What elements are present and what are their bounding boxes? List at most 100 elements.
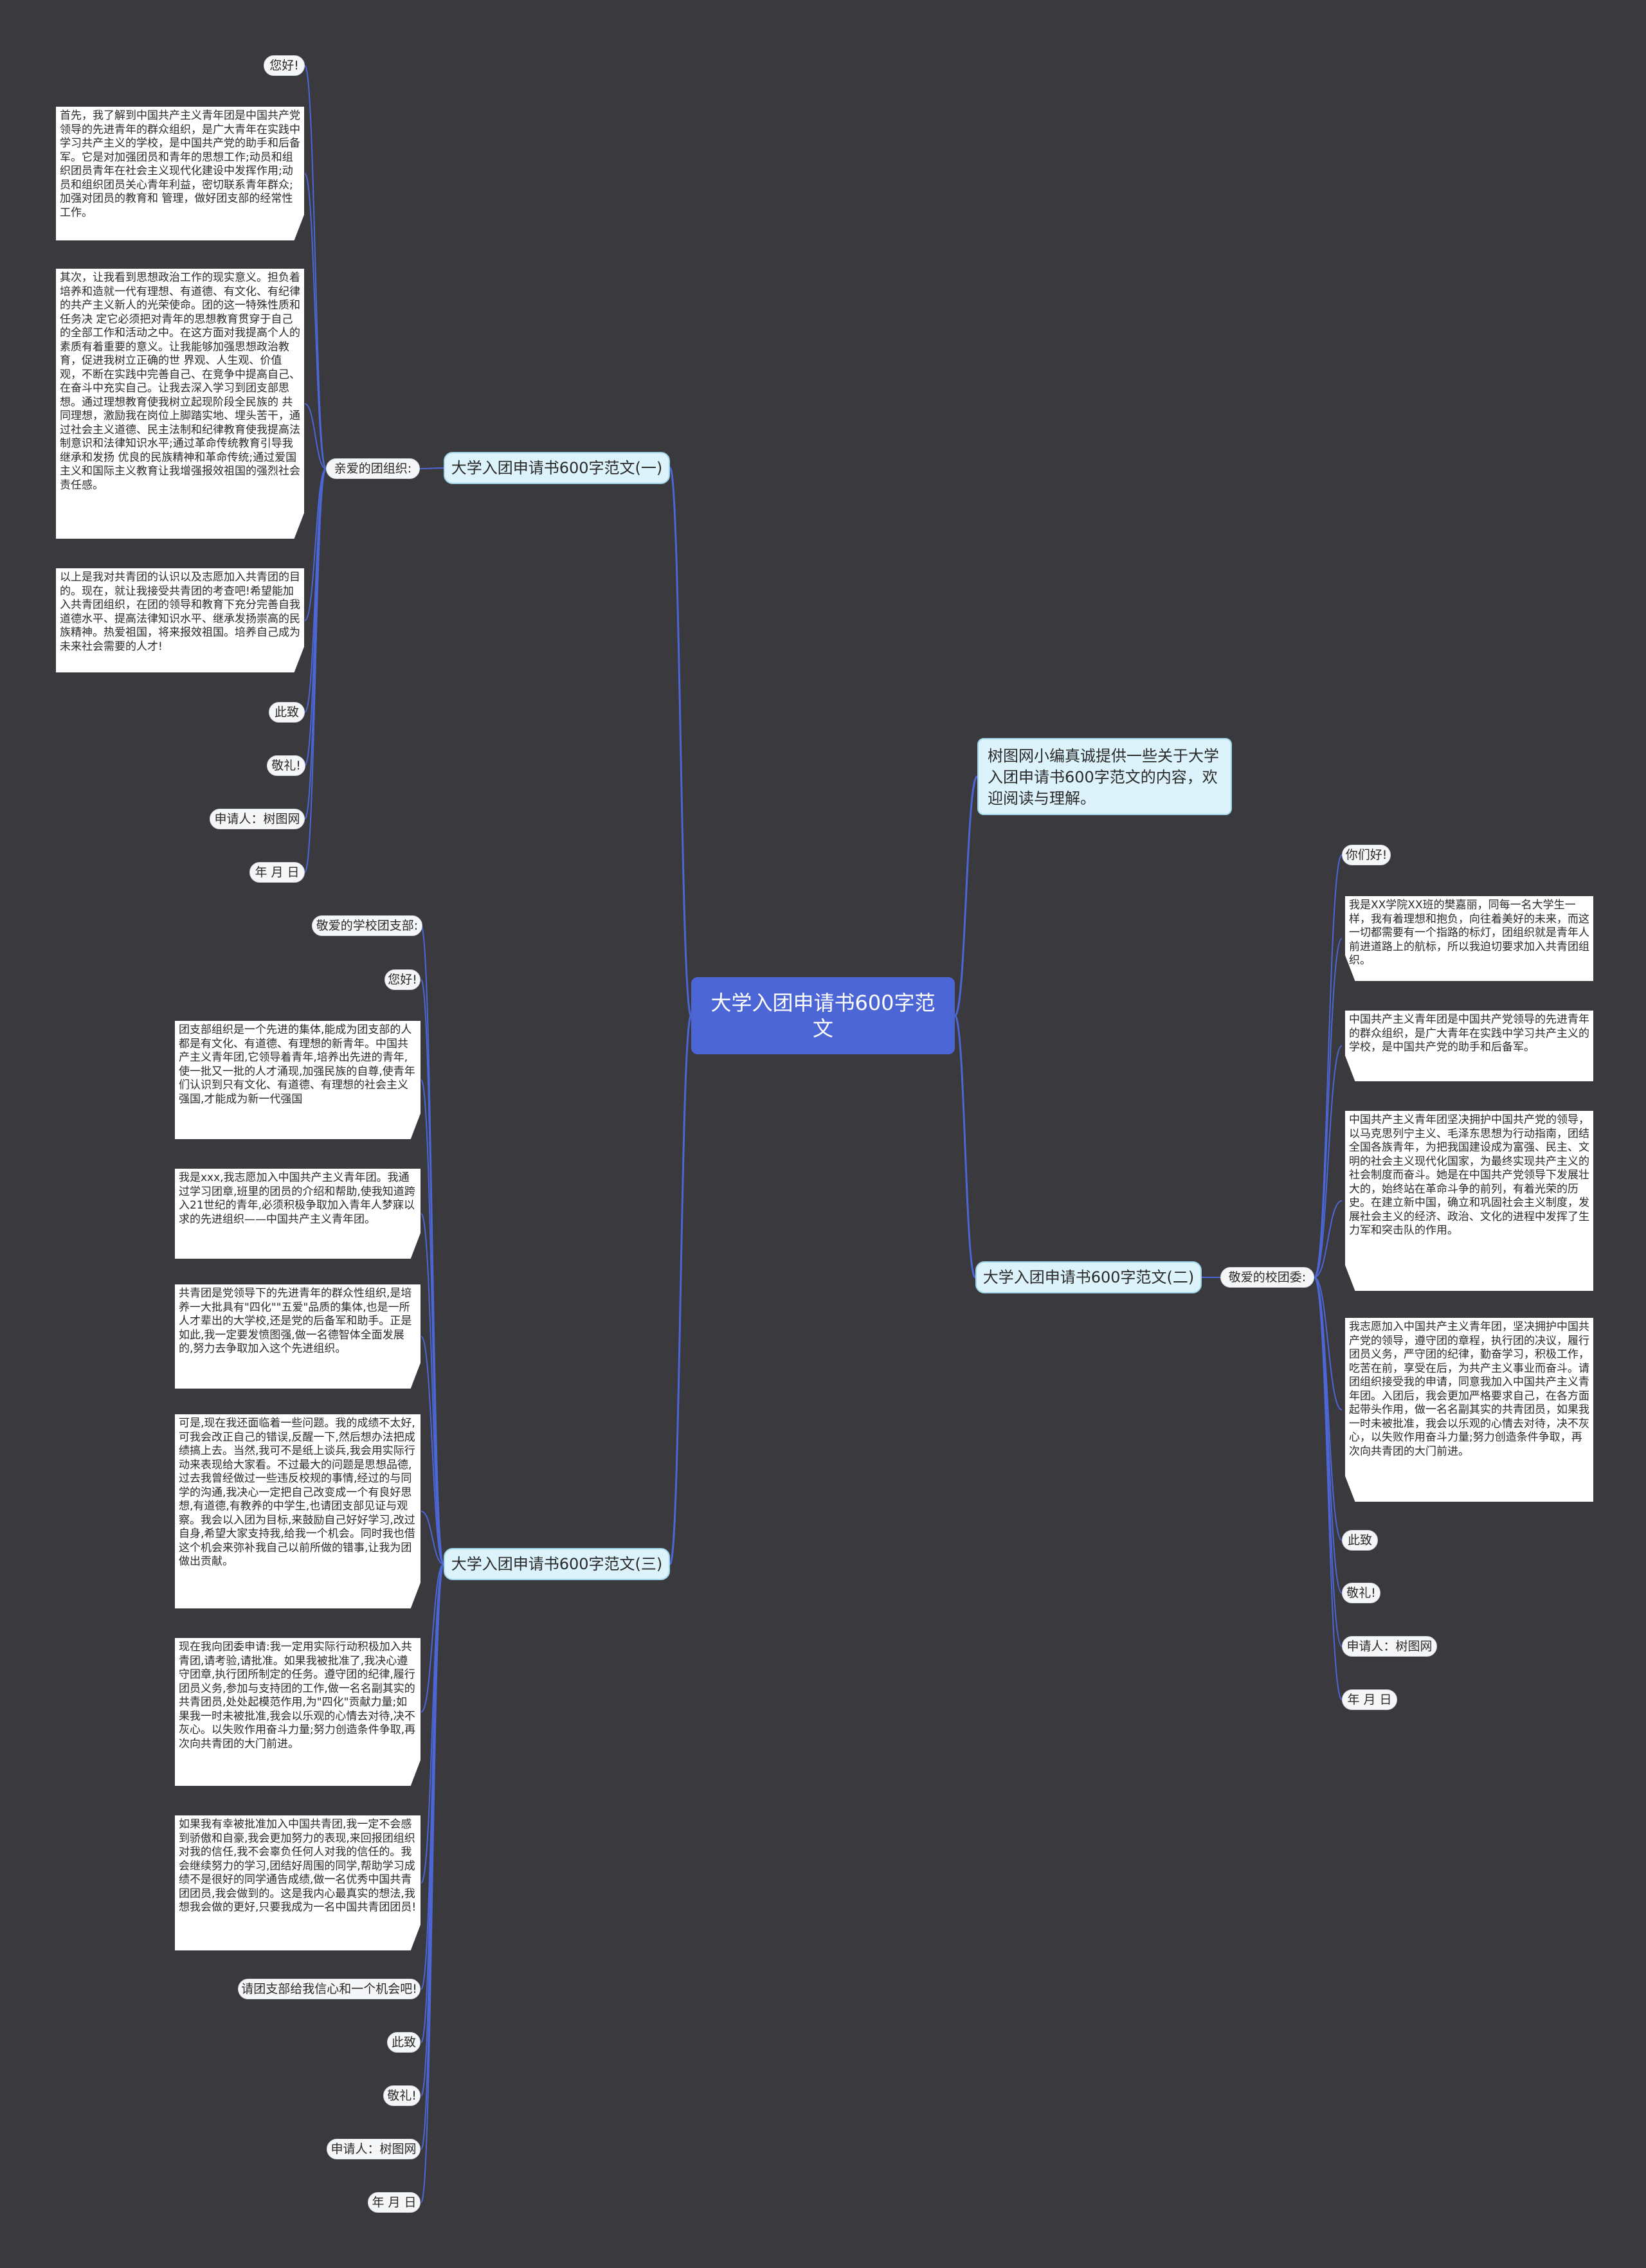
edge-b1-item-3 (304, 468, 327, 621)
b3-greeting[interactable]: 您好! (384, 969, 421, 990)
b2-greeting[interactable]: 你们好! (1342, 845, 1391, 865)
b3-regards[interactable]: 敬礼! (383, 2085, 421, 2106)
edge-b3-item-5 (421, 1511, 444, 1565)
branch-2-salutation-text: 敬爱的校团委: (1228, 1270, 1307, 1284)
b2-paragraph-4: 我志愿加入中国共产主义青年团，坚决拥护中国共产党的领导，遵守团的章程，执行团的决… (1345, 1318, 1593, 1502)
b3-closing-text: 此致 (391, 2035, 416, 2049)
b2-paragraph-3-text: 中国共产主义青年团坚决拥护中国共产党的领导，以马克思列宁主义、毛泽东思想为行动指… (1349, 1113, 1589, 1237)
b1-date-text: 年 月 日 (255, 865, 300, 879)
b3-applicant[interactable]: 申请人：树图网 (327, 2139, 421, 2159)
b3-paragraph-2-text: 我是xxx,我志愿加入中国共产主义青年团。我通过学习团章,班里的团员的介绍和帮助… (179, 1171, 415, 1226)
edge-b3-item-3 (421, 1213, 444, 1565)
b3-paragraph-2: 我是xxx,我志愿加入中国共产主义青年团。我通过学习团章,班里的团员的介绍和帮助… (175, 1169, 421, 1259)
b1-paragraph-2: 其次，让我看到思想政治工作的现实意义。担负着培养和造就一代有理想、有道德、有文化… (56, 269, 304, 539)
b2-closing-text: 此致 (1347, 1533, 1372, 1547)
branch-1-salutation[interactable]: 亲爱的团组织: (326, 458, 420, 479)
edge-root-intro (954, 775, 979, 1017)
b2-applicant[interactable]: 申请人：树图网 (1342, 1636, 1437, 1657)
b1-regards-text: 敬礼! (271, 759, 301, 773)
edge-b2-item-8 (1314, 1277, 1343, 1700)
b3-request[interactable]: 请团支部给我信心和一个机会吧! (238, 1979, 421, 1999)
b3-paragraph-1: 团支部组织是一个先进的集体,能成为团支部的人都是有文化、有道德、有理想的新青年。… (175, 1021, 421, 1139)
b1-greeting[interactable]: 您好! (264, 55, 305, 76)
branch-1-title: 大学入团申请书600字范文(一) (451, 459, 663, 477)
edge-b2-item-7 (1314, 1277, 1343, 1647)
b3-greeting-text: 您好! (388, 973, 417, 987)
b2-paragraph-1: 我是XX学院XX班的樊嘉丽，同每一名大学生一样，我有着理想和抱负，向往着美好的未… (1345, 896, 1593, 981)
edge-b2-item-6 (1314, 1277, 1343, 1594)
b3-request-text: 请团支部给我信心和一个机会吧! (241, 1982, 417, 1996)
b1-paragraph-3: 以上是我对共青团的认识以及志愿加入共青团的目的。现在，就让我接受共青团的考查吧!… (56, 568, 304, 672)
b2-date[interactable]: 年 月 日 (1342, 1689, 1397, 1710)
root-topic[interactable]: 大学入团申请书600字范文 (691, 977, 955, 1054)
b2-regards[interactable]: 敬礼! (1342, 1583, 1380, 1603)
b3-paragraph-5: 现在我向团委申请:我一定用实际行动积极加入共青团,请考验,请批准。如果我被批准了… (175, 1638, 421, 1786)
b3-salutation[interactable]: 敬爱的学校团支部: (312, 915, 422, 936)
edge-b1-item-7 (304, 468, 327, 873)
edge-b2-item-3 (1314, 1200, 1343, 1278)
b3-paragraph-5-text: 现在我向团委申请:我一定用实际行动积极加入共青团,请考验,请批准。如果我被批准了… (179, 1641, 416, 1751)
b3-paragraph-6-text: 如果我有幸被批准加入中国共青团,我一定不会感到骄傲和自豪,我会更加努力的表现,来… (179, 1818, 417, 1914)
b3-paragraph-3: 共青团是党领导下的先进青年的群众性组织,是培养一大批具有"四化""五爱"品质的集… (175, 1284, 421, 1389)
branch-3-topic[interactable]: 大学入团申请书600字范文(三) (444, 1548, 670, 1580)
branch-3-title: 大学入团申请书600字范文(三) (451, 1555, 663, 1573)
b2-regards-text: 敬礼! (1346, 1586, 1376, 1600)
b2-paragraph-4-text: 我志愿加入中国共产主义青年团，坚决拥护中国共产党的领导，遵守团的章程，执行团的决… (1349, 1320, 1589, 1458)
b2-paragraph-1-text: 我是XX学院XX班的樊嘉丽，同每一名大学生一样，我有着理想和抱负，向往着美好的未… (1349, 899, 1589, 967)
b3-closing[interactable]: 此致 (387, 2032, 421, 2053)
branch-1-salutation-text: 亲爱的团组织: (334, 462, 412, 476)
edge-root-branch1 (669, 467, 692, 1017)
edge-b1-item-2 (304, 403, 327, 469)
b2-paragraph-2-text: 中国共产主义青年团是中国共产党领导的先进青年的群众组织，是广大青年在实践中学习共… (1349, 1013, 1589, 1054)
b3-paragraph-6: 如果我有幸被批准加入中国共青团,我一定不会感到骄傲和自豪,我会更加努力的表现,来… (175, 1815, 421, 1950)
b1-applicant-text: 申请人：树图网 (214, 812, 300, 826)
b2-greeting-text: 你们好! (1345, 848, 1388, 862)
b3-date[interactable]: 年 月 日 (368, 2192, 421, 2213)
b3-applicant-text: 申请人：树图网 (330, 2142, 417, 2156)
edge-b2-item-4 (1314, 1277, 1343, 1410)
b3-paragraph-4: 可是,现在我还面临着一些问题。我的成绩不太好,可我会改正自己的错误,反醒一下,然… (175, 1414, 421, 1608)
b1-closing[interactable]: 此致 (269, 702, 305, 723)
branch-2-topic[interactable]: 大学入团申请书600字范文(二) (975, 1261, 1202, 1293)
edge-b2-item-1 (1314, 938, 1343, 1278)
edge-b1-item-6 (304, 468, 327, 820)
b1-applicant[interactable]: 申请人：树图网 (210, 809, 305, 829)
edge-b1-item-0 (304, 65, 327, 469)
b2-paragraph-3: 中国共产主义青年团坚决拥护中国共产党的领导，以马克思列宁主义、毛泽东思想为行动指… (1345, 1111, 1593, 1291)
intro-text: 树图网小编真诚提供一些关于大学入团申请书600字范文的内容，欢迎阅读与理解。 (988, 747, 1219, 807)
branch-2-title: 大学入团申请书600字范文(二) (982, 1268, 1195, 1286)
edge-b2-item-2 (1314, 1045, 1343, 1278)
b2-applicant-text: 申请人：树图网 (1346, 1639, 1433, 1653)
edge-b2-item-0 (1314, 854, 1343, 1278)
b1-regards[interactable]: 敬礼! (267, 755, 305, 776)
b2-closing[interactable]: 此致 (1342, 1530, 1378, 1551)
b1-greeting-text: 您好! (269, 59, 299, 73)
b3-paragraph-4-text: 可是,现在我还面临着一些问题。我的成绩不太好,可我会改正自己的错误,反醒一下,然… (179, 1417, 415, 1568)
edge-b3-item-12 (421, 1563, 444, 2203)
b2-paragraph-2: 中国共产主义青年团是中国共产党领导的先进青年的群众组织，是广大青年在实践中学习共… (1345, 1011, 1593, 1081)
b1-paragraph-3-text: 以上是我对共青团的认识以及志愿加入共青团的目的。现在，就让我接受共青团的考查吧!… (60, 571, 300, 653)
b1-paragraph-1-text: 首先，我了解到中国共产主义青年团是中国共产党领导的先进青年的群众组织，是广大青年… (60, 109, 300, 219)
edge-b3-item-2 (421, 1079, 444, 1565)
edge-root-branch2 (954, 1014, 977, 1279)
edge-b3-item-1 (421, 979, 444, 1565)
edge-b1-item-1 (304, 173, 327, 469)
b3-paragraph-3-text: 共青团是党领导下的先进青年的群众性组织,是培养一大批具有"四化""五爱"品质的集… (179, 1287, 412, 1355)
b1-closing-text: 此致 (274, 705, 299, 719)
edge-b1-salutation (419, 467, 444, 469)
b1-date[interactable]: 年 月 日 (249, 862, 305, 883)
b3-salutation-text: 敬爱的学校团支部: (316, 919, 419, 933)
edge-root-branch3 (669, 1014, 692, 1565)
b3-regards-text: 敬礼! (387, 2089, 417, 2103)
branch-2-salutation[interactable]: 敬爱的校团委: (1220, 1267, 1314, 1288)
intro-note[interactable]: 树图网小编真诚提供一些关于大学入团申请书600字范文的内容，欢迎阅读与理解。 (977, 738, 1232, 815)
branch-1-topic[interactable]: 大学入团申请书600字范文(一) (444, 452, 670, 484)
b1-paragraph-1: 首先，我了解到中国共产主义青年团是中国共产党领导的先进青年的群众组织，是广大青年… (56, 107, 304, 240)
b3-date-text: 年 月 日 (372, 2195, 417, 2210)
b1-paragraph-2-text: 其次，让我看到思想政治工作的现实意义。担负着培养和造就一代有理想、有道德、有文化… (60, 271, 300, 492)
edge-b3-item-4 (421, 1336, 444, 1565)
root-title: 大学入团申请书600字范文 (710, 991, 936, 1041)
b2-date-text: 年 月 日 (1347, 1693, 1392, 1707)
b3-paragraph-1-text: 团支部组织是一个先进的集体,能成为团支部的人都是有文化、有道德、有理想的新青年。… (179, 1023, 415, 1106)
